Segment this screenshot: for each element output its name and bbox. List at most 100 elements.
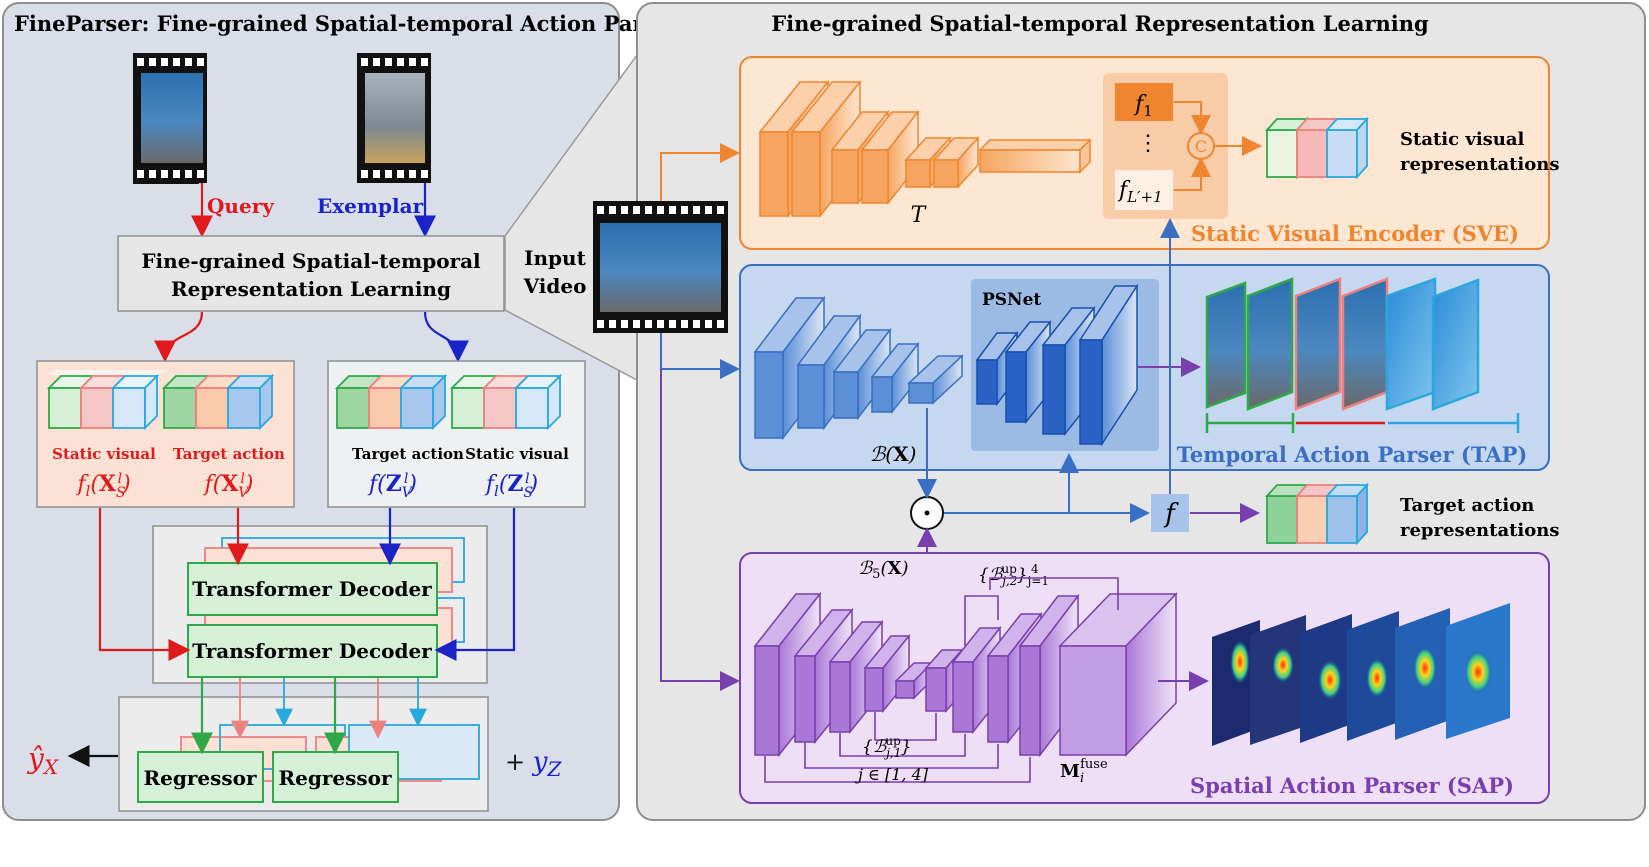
feature-cube — [400, 387, 434, 429]
sve-ellipsis: ⋮ — [1137, 131, 1159, 156]
film-hole — [421, 170, 428, 178]
right-panel: Fine-grained Spatial-temporal Representa… — [523, 2, 1646, 821]
tap-backbone-blocks — [753, 295, 964, 441]
regressor-2-label: Regressor — [279, 766, 392, 790]
sve-f1-box — [1115, 83, 1173, 121]
sap-unet-blocks — [753, 591, 1178, 758]
film-hole — [645, 320, 652, 328]
film-hole — [149, 58, 156, 66]
sap-skip-connections — [764, 577, 1119, 783]
static-to-decoder-arrow — [98, 508, 191, 661]
film-hole — [185, 58, 192, 66]
input-video-line1: Input — [524, 246, 586, 270]
f-op-box — [1151, 494, 1189, 532]
feature-cube-side — [547, 373, 561, 431]
left-panel: FineParser: Fine-grained Spatial-tempora… — [2, 2, 681, 821]
exemplar-feature-arrow — [423, 311, 469, 363]
film-hole — [385, 58, 392, 66]
film-hole — [597, 206, 604, 214]
film-hole — [373, 170, 380, 178]
bx-label: ℬ(X) — [870, 442, 917, 466]
decoder-2-label: Transformer Decoder — [192, 639, 432, 663]
exemplar-target-math: f(ZVl) — [367, 471, 417, 501]
film-hole — [173, 58, 180, 66]
feature-cube — [112, 387, 146, 429]
film-hole — [409, 170, 416, 178]
feature-cube-side — [144, 373, 158, 431]
film-hole — [717, 206, 724, 214]
query-static-label: Static visual — [52, 445, 156, 463]
sve-t-symbol: T — [911, 203, 928, 228]
regressor-1-label: Regressor — [144, 766, 257, 790]
exemplar-label: Exemplar — [317, 194, 424, 218]
sve-encoder-blocks — [758, 79, 1092, 219]
static-visual-line2: representations — [1400, 154, 1560, 175]
film-hole — [681, 320, 688, 328]
target-action-line1: Target action — [1400, 495, 1534, 516]
rep-box-line2: Representation Learning — [171, 277, 451, 301]
film-hole — [161, 170, 168, 178]
film-hole — [693, 206, 700, 214]
film-hole — [669, 206, 676, 214]
film-hole — [669, 320, 676, 328]
film-hole — [597, 320, 604, 328]
transformer-decoder-1 — [187, 562, 438, 616]
film-hole — [397, 58, 404, 66]
spatial-heatmap-frames — [1212, 603, 1510, 746]
target-action-cubes — [1264, 482, 1370, 546]
film-hole — [681, 206, 688, 214]
rep-box-line1: Fine-grained Spatial-temporal — [141, 249, 481, 273]
film-hole — [621, 320, 628, 328]
b5-label: ℬ5(X) — [858, 558, 908, 582]
tap-name: Temporal Action Parser (TAP) — [1177, 442, 1528, 467]
film-hole — [385, 170, 392, 178]
feature-cube-side — [259, 373, 273, 431]
film-hole — [693, 320, 700, 328]
decoder-1-label: Transformer Decoder — [192, 577, 432, 601]
feature-cube — [451, 387, 485, 429]
query-target-label: Target action — [173, 445, 285, 463]
film-hole — [173, 170, 180, 178]
input-video-thumbnail — [593, 201, 728, 333]
plus-y-z: + yZ — [505, 747, 562, 781]
film-hole — [185, 170, 192, 178]
film-hole — [409, 58, 416, 66]
exemplar-static-label: Static visual — [465, 445, 569, 463]
feature-cube — [48, 387, 82, 429]
feature-cube — [80, 387, 114, 429]
target-action-line2: representations — [1400, 520, 1560, 541]
film-hole — [657, 206, 664, 214]
film-hole — [609, 206, 616, 214]
feature-cube — [368, 387, 402, 429]
psnet-label: PSNet — [982, 290, 1041, 310]
bup-j1-label: {ℬj,1up} — [862, 734, 912, 760]
feature-cube-side — [432, 373, 446, 431]
query-static-visual-cubes — [47, 370, 167, 375]
film-hole — [717, 320, 724, 328]
sve-fL-box — [1115, 170, 1173, 210]
film-hole — [609, 320, 616, 328]
temporal-frames — [1205, 277, 1480, 411]
psnet-blocks — [975, 283, 1139, 447]
film-hole — [705, 320, 712, 328]
film-hole — [397, 170, 404, 178]
input-video-line2: Video — [523, 274, 587, 298]
exemplar-static-math: fl(ZSl) — [484, 471, 538, 501]
query-video-thumbnail — [133, 53, 207, 184]
film-hole — [373, 58, 380, 66]
film-hole — [645, 206, 652, 214]
input-to-sap-arrow — [660, 369, 740, 691]
sap-name: Spatial Action Parser (SAP) — [1190, 773, 1514, 798]
query-label: Query — [207, 194, 275, 218]
static-visual-line1: Static visual — [1400, 129, 1525, 150]
static-visual-cubes — [1264, 116, 1370, 180]
query-target-math: f(XVl) — [202, 471, 253, 501]
exemplar-video-thumbnail — [357, 53, 431, 183]
film-hole — [137, 58, 144, 66]
feature-cube — [163, 387, 197, 429]
film-hole — [633, 320, 640, 328]
query-feature-arrow — [154, 311, 204, 363]
film-hole — [657, 320, 664, 328]
feature-cube — [195, 387, 229, 429]
